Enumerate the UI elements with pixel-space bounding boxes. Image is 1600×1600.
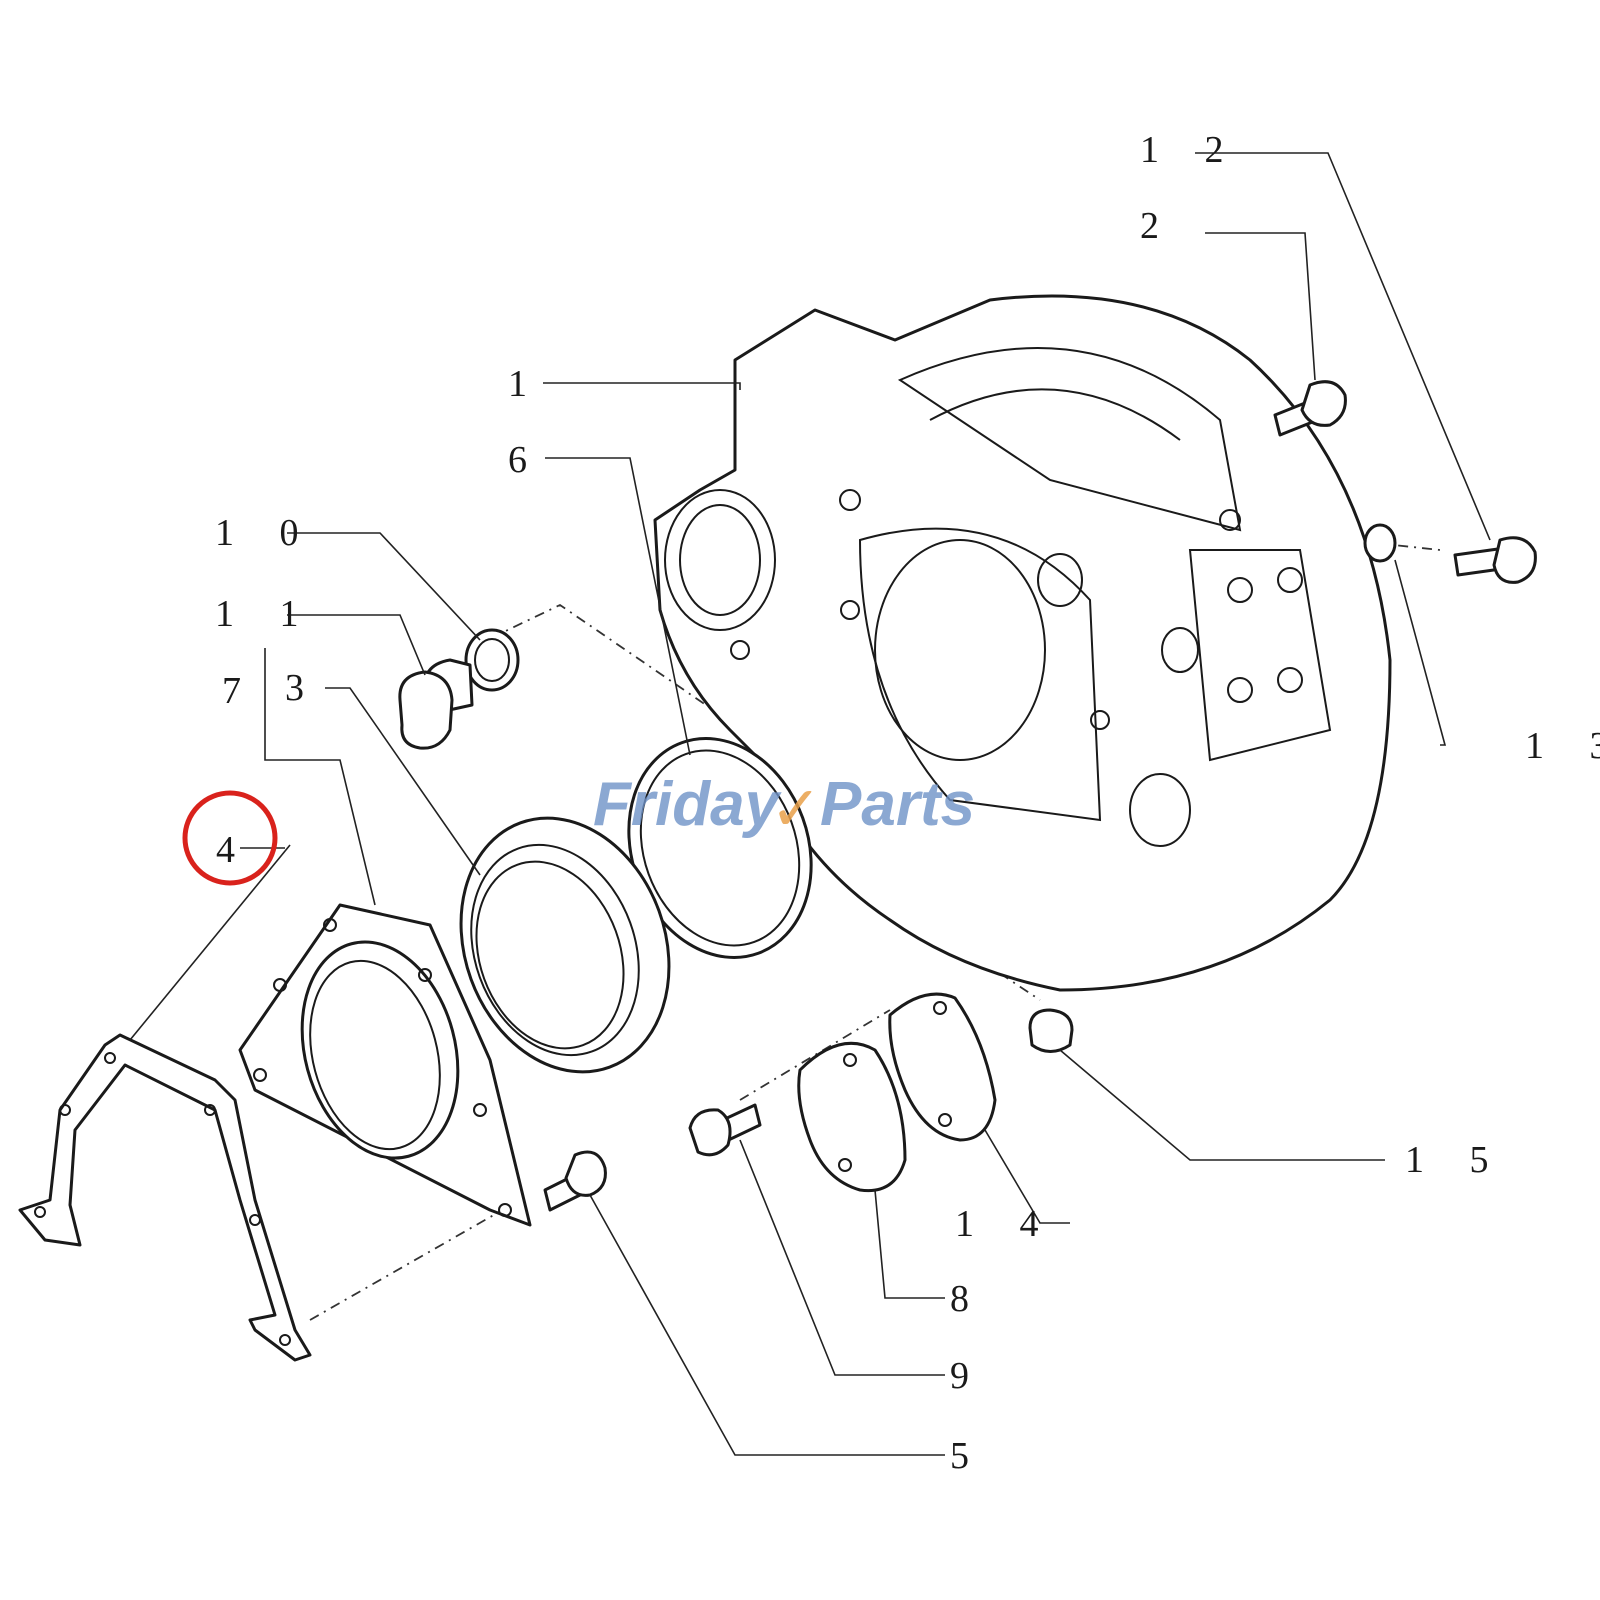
seal-ring-10	[464, 628, 520, 692]
callout-15: 1 5	[1405, 1139, 1507, 1181]
seal-carrier-7	[238, 903, 532, 1227]
callout-11: 1 1	[215, 593, 317, 635]
bolt-12	[1453, 536, 1537, 584]
bolt-9	[688, 1103, 762, 1157]
bolt-2	[1273, 380, 1347, 437]
callout-14: 1 4	[955, 1203, 1057, 1245]
watermark-text-parts: Parts	[820, 770, 975, 839]
leader-lines	[129, 152, 1491, 1456]
plug-11	[398, 658, 474, 750]
callout-9: 9	[950, 1355, 987, 1397]
callout-7: 7	[222, 670, 259, 712]
callout-10: 1 0	[215, 512, 317, 554]
plug-cap-15	[1028, 1008, 1074, 1053]
callout-4: 4	[216, 829, 253, 871]
callout-1: 1	[508, 363, 545, 405]
highlight-circle	[182, 790, 278, 886]
washer-13	[1363, 523, 1397, 563]
o-ring-6	[627, 737, 813, 959]
watermark-logo: Friday ✓ Parts	[593, 770, 975, 844]
callout-8: 8	[950, 1278, 987, 1320]
callout-12: 1 2	[1140, 129, 1242, 171]
flywheel-housing	[653, 294, 1392, 992]
cover-plate-8	[797, 1041, 907, 1193]
callout-13: 1 3	[1525, 725, 1600, 767]
gasket-4	[18, 1033, 312, 1362]
watermark-text-friday: Friday	[593, 770, 783, 839]
watermark-check-mark: ✓	[770, 775, 822, 844]
callout-2: 2	[1140, 205, 1177, 247]
callout-labels: 1 2 3 4 5 6 7 8 9 1 0 1 1 1 2 1 3 1 4 1 …	[215, 129, 1600, 1477]
callout-6: 6	[508, 439, 545, 481]
callout-5: 5	[950, 1435, 987, 1477]
rear-seal-3	[459, 816, 671, 1074]
callout-3: 3	[285, 667, 322, 709]
bolt-5	[543, 1150, 607, 1212]
gasket-plate-14	[888, 992, 997, 1142]
